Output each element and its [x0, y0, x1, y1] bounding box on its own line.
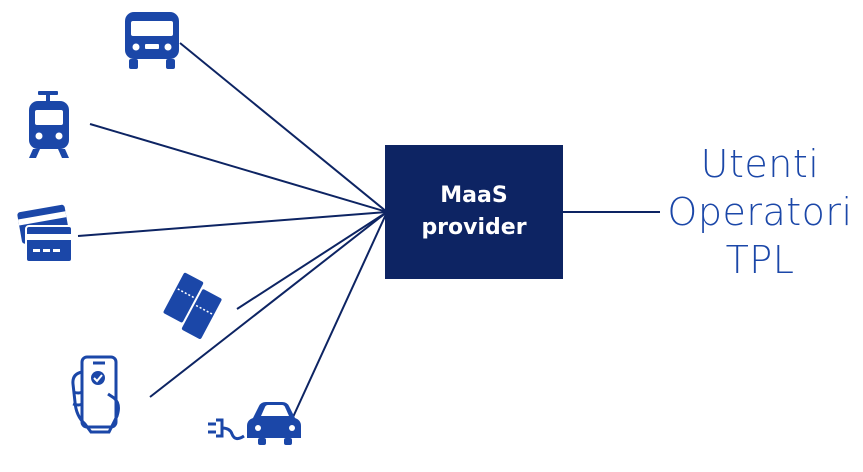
connector-train — [89, 123, 388, 213]
hub-line-2: provider — [421, 215, 527, 240]
connector-card — [77, 211, 388, 237]
stakeholder-list: Utenti Operatori TPL — [660, 140, 860, 284]
connector-bus — [179, 42, 388, 213]
credit-card-icon — [17, 204, 73, 263]
smartphone-hand-icon — [71, 355, 120, 434]
maas-provider-label: MaaS provider — [385, 145, 563, 279]
hub-line-1: MaaS — [440, 183, 508, 208]
electric-car-icon — [208, 402, 301, 445]
connector-phone — [149, 211, 388, 398]
connector-car — [287, 211, 388, 429]
maas-provider-box — [385, 145, 563, 279]
tickets-icon — [163, 272, 222, 339]
connector-lines — [77, 42, 660, 429]
stakeholder-operatori: Operatori — [667, 190, 853, 234]
train-icon — [29, 91, 69, 158]
stakeholder-utenti: Utenti — [700, 142, 820, 186]
bus-icon — [125, 12, 179, 69]
connector-tickets — [236, 211, 388, 310]
stakeholder-tpl: TPL — [725, 238, 795, 282]
